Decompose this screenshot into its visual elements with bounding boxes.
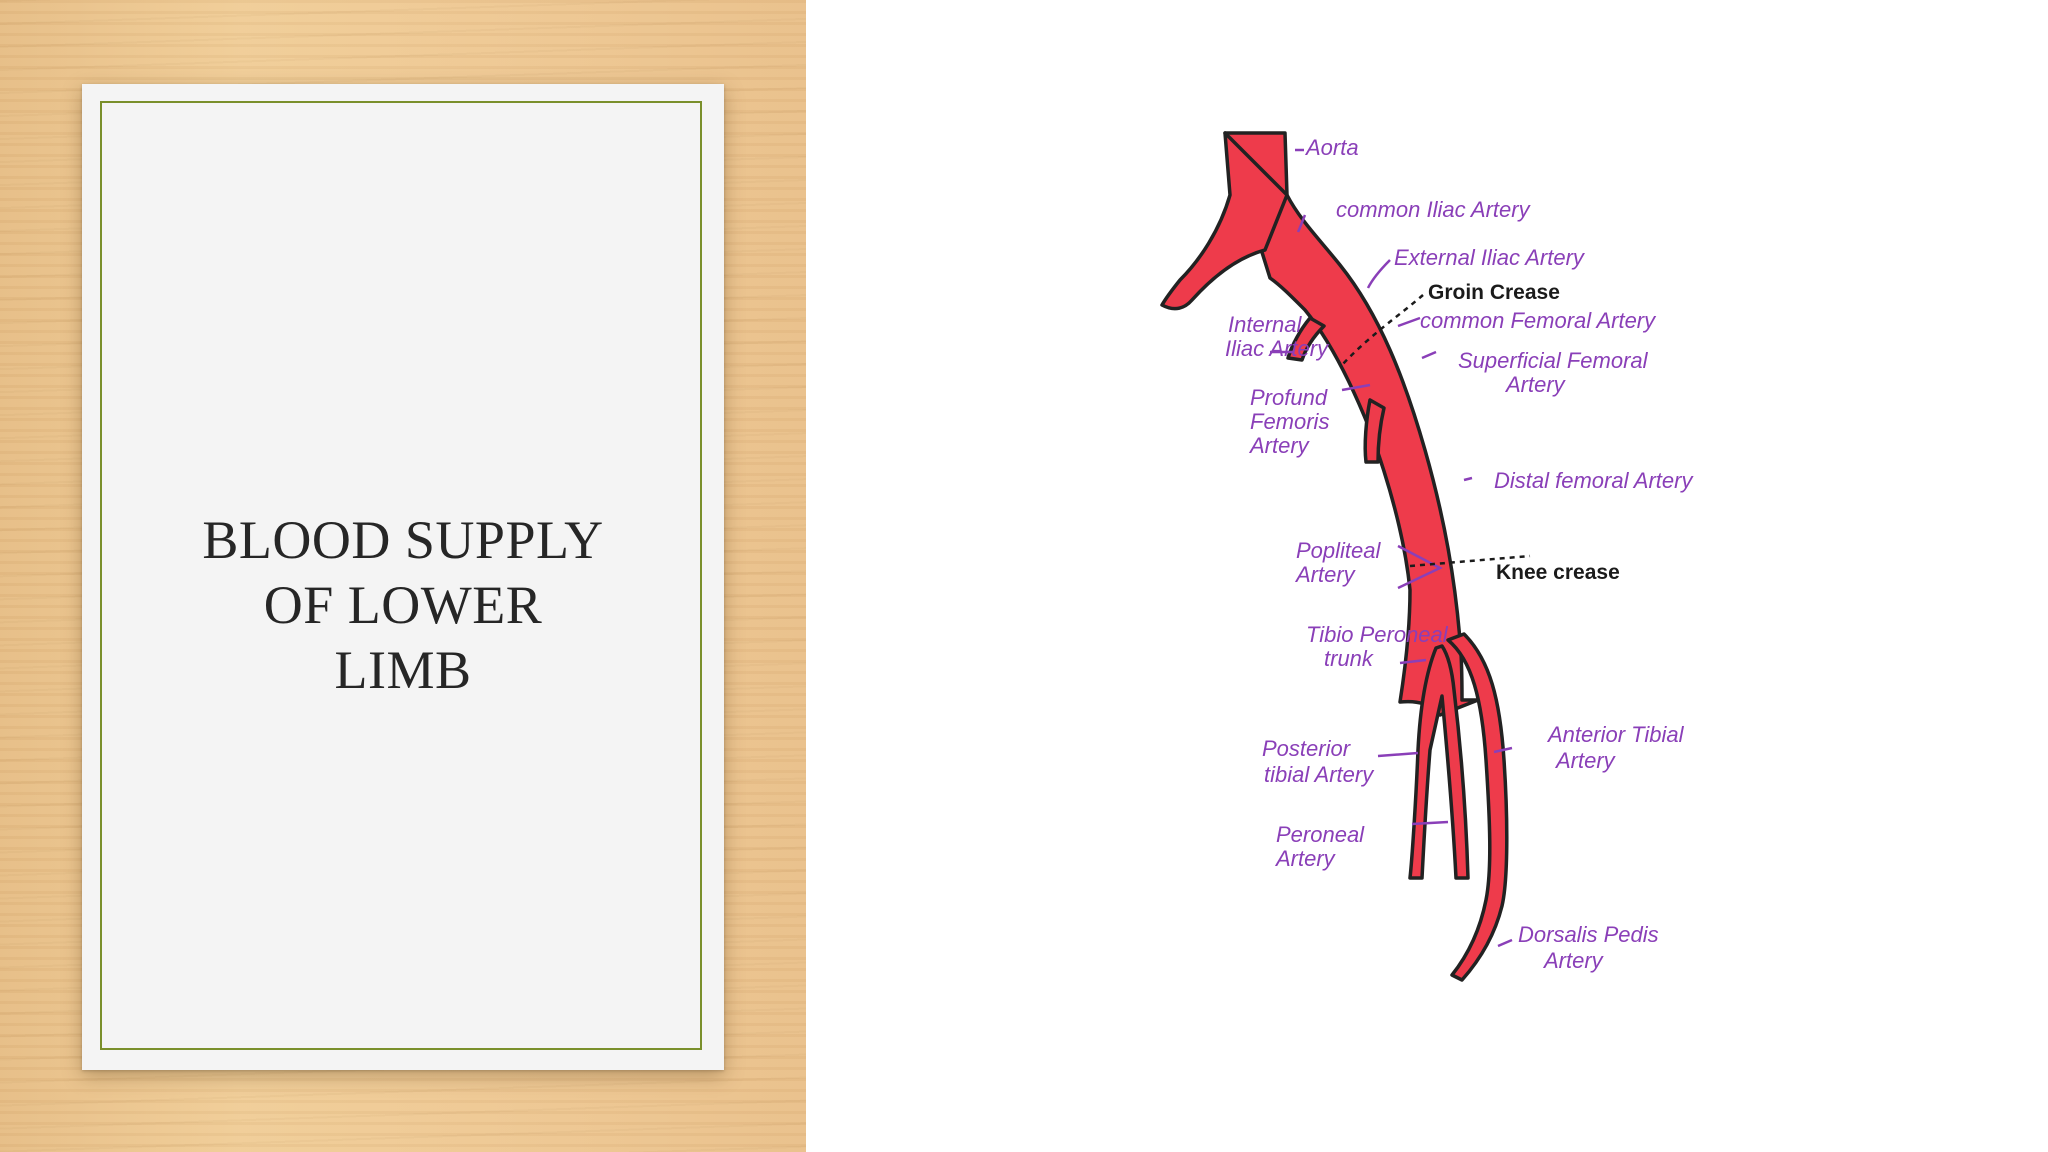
slide-title: BLOOD SUPPLY OF LOWER LIMB	[82, 508, 724, 703]
diagram-labels: Aorta common Iliac Artery External Iliac…	[1225, 135, 1694, 973]
label-superficial-femoral-1: Superficial Femoral	[1458, 348, 1649, 373]
label-tibio-peroneal-2: trunk	[1324, 646, 1374, 671]
left-common-iliac	[1160, 131, 1289, 311]
label-internal-iliac-2: Iliac Artery	[1225, 336, 1330, 361]
leader-lines	[1270, 148, 1531, 948]
label-peroneal-1: Peroneal	[1276, 822, 1365, 847]
label-anterior-tibial-1: Anterior Tibial	[1546, 722, 1685, 747]
label-dorsalis-pedis-2: Artery	[1542, 948, 1605, 973]
artery-diagram: Aorta common Iliac Artery External Iliac…	[1160, 131, 1694, 982]
label-profund-2: Femoris	[1250, 409, 1329, 434]
label-dorsalis-pedis-1: Dorsalis Pedis	[1518, 922, 1659, 947]
label-common-iliac: common Iliac Artery	[1336, 197, 1532, 222]
label-popliteal-1: Popliteal	[1296, 538, 1382, 563]
label-tibio-peroneal-1: Tibio Peroneal	[1306, 622, 1449, 647]
title-card: BLOOD SUPPLY OF LOWER LIMB	[82, 84, 724, 1070]
label-posterior-tibial-2: tibial Artery	[1264, 762, 1375, 787]
anterior-tibial-dorsalis-pedis	[1446, 632, 1509, 982]
title-line-1: BLOOD SUPPLY	[202, 510, 604, 570]
profunda-femoris	[1363, 398, 1386, 464]
title-line-2: OF LOWER	[263, 575, 543, 635]
label-external-iliac: External Iliac Artery	[1394, 245, 1586, 270]
label-posterior-tibial-1: Posterior	[1262, 736, 1352, 761]
internal-iliac	[1286, 316, 1326, 362]
tibio-peroneal-branches	[1408, 644, 1470, 880]
title-line-3: LIMB	[334, 640, 472, 700]
label-popliteal-2: Artery	[1294, 562, 1357, 587]
label-distal-femoral: Distal femoral Artery	[1494, 468, 1694, 493]
label-superficial-femoral-2: Artery	[1504, 372, 1567, 397]
label-internal-iliac-1: Internal	[1228, 312, 1302, 337]
label-common-femoral: common Femoral Artery	[1420, 308, 1657, 333]
label-peroneal-2: Artery	[1274, 846, 1337, 871]
label-anterior-tibial-2: Artery	[1554, 748, 1617, 773]
label-profund-1: Profund	[1250, 385, 1328, 410]
label-aorta: Aorta	[1304, 135, 1359, 160]
label-profund-3: Artery	[1248, 433, 1311, 458]
artery-vessels	[1160, 131, 1509, 982]
title-card-border	[100, 101, 702, 1050]
label-knee-crease: Knee crease	[1496, 561, 1620, 584]
label-groin-crease: Groin Crease	[1428, 281, 1560, 304]
